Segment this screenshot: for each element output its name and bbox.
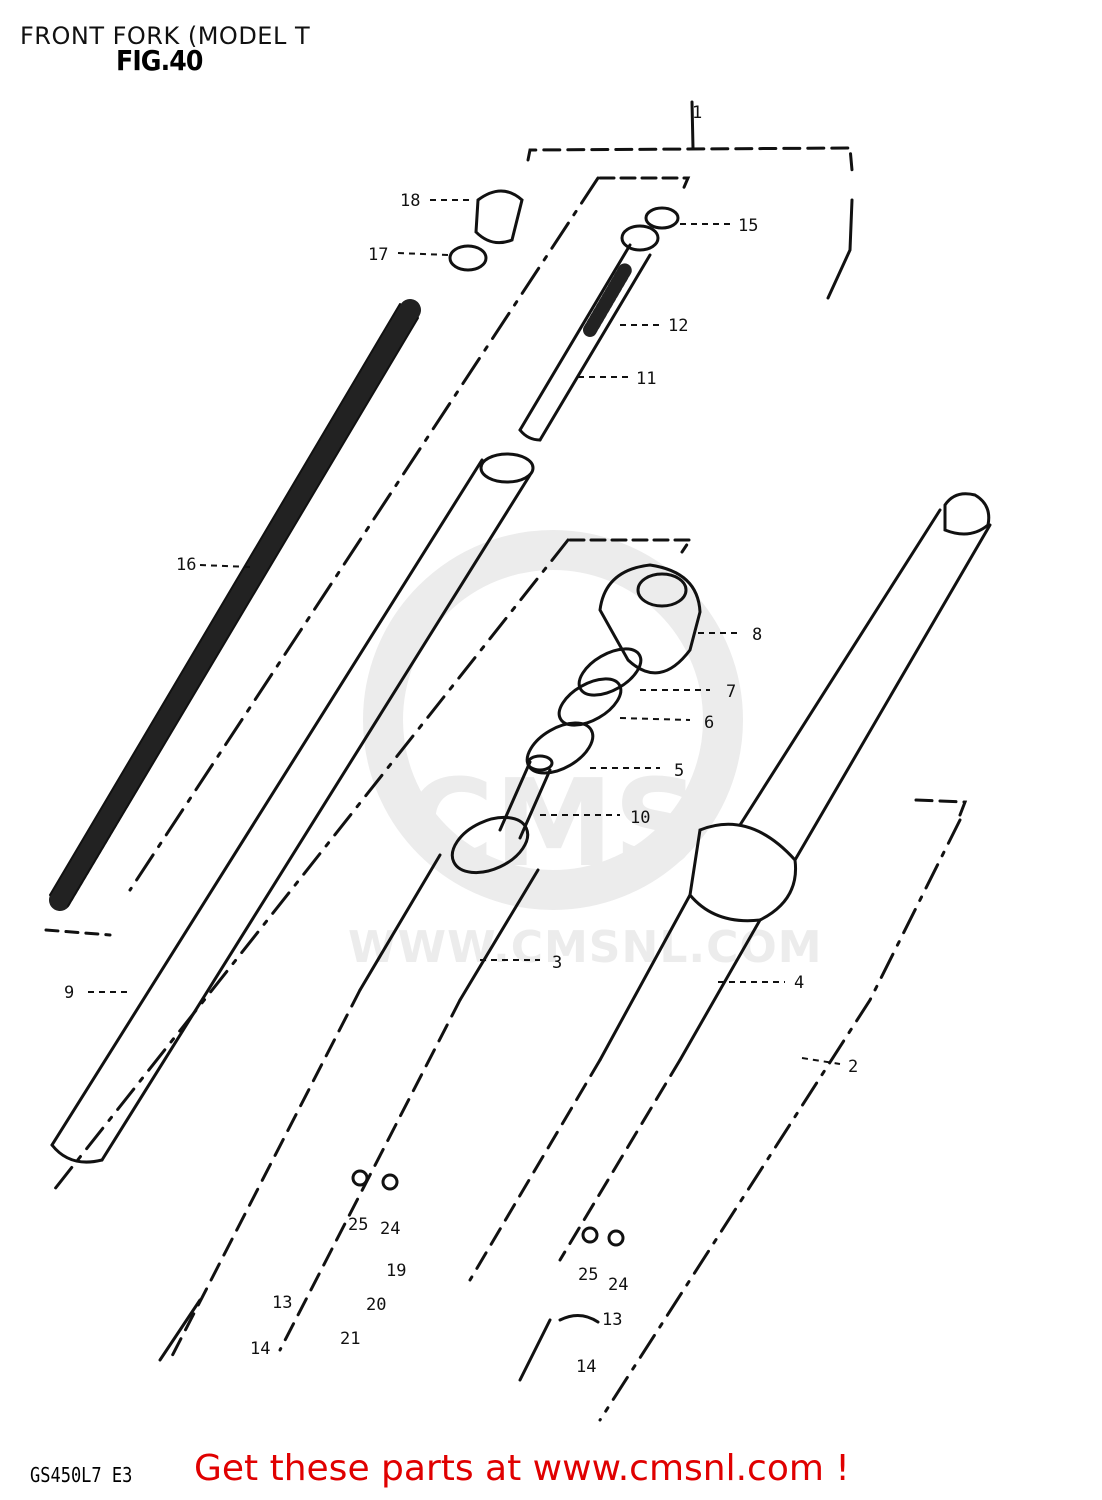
callout-19: 19: [386, 1261, 406, 1281]
callout-13a: 13: [272, 1293, 292, 1313]
callout-14b: 14: [576, 1357, 596, 1377]
callout-13b: 13: [602, 1310, 622, 1330]
callout-11: 11: [636, 369, 656, 389]
callout-24a: 24: [380, 1219, 400, 1239]
callout-17: 17: [368, 245, 388, 265]
promo-link[interactable]: Get these parts at www.cmsnl.com !: [194, 1448, 850, 1489]
callout-2: 2: [848, 1057, 858, 1077]
callout-15: 15: [738, 216, 758, 236]
callout-7: 7: [726, 682, 736, 702]
callout-12: 12: [668, 316, 688, 336]
callout-25b: 25: [578, 1265, 598, 1285]
callout-25a: 25: [348, 1215, 368, 1235]
callout-21: 21: [340, 1329, 360, 1349]
callout-3: 3: [552, 953, 562, 973]
watermark-logo-text: CMS: [406, 755, 700, 894]
callout-4: 4: [794, 973, 804, 993]
callout-9: 9: [64, 983, 74, 1003]
callout-5: 5: [674, 761, 684, 781]
model-code: GS450L7 E3: [30, 1463, 133, 1487]
callout-20: 20: [366, 1295, 386, 1315]
cms-watermark-logo: CMS: [363, 530, 743, 910]
callout-14a: 14: [250, 1339, 270, 1359]
callout-10: 10: [630, 808, 650, 828]
page-title: FRONT FORK (MODEL T: [20, 22, 311, 50]
callout-18: 18: [400, 191, 420, 211]
callout-8: 8: [752, 625, 762, 645]
callout-24b: 24: [608, 1275, 628, 1295]
callout-1: 1: [692, 103, 702, 123]
callout-16: 16: [176, 555, 196, 575]
callout-6: 6: [704, 713, 714, 733]
figure-number: FIG.40: [116, 44, 203, 77]
